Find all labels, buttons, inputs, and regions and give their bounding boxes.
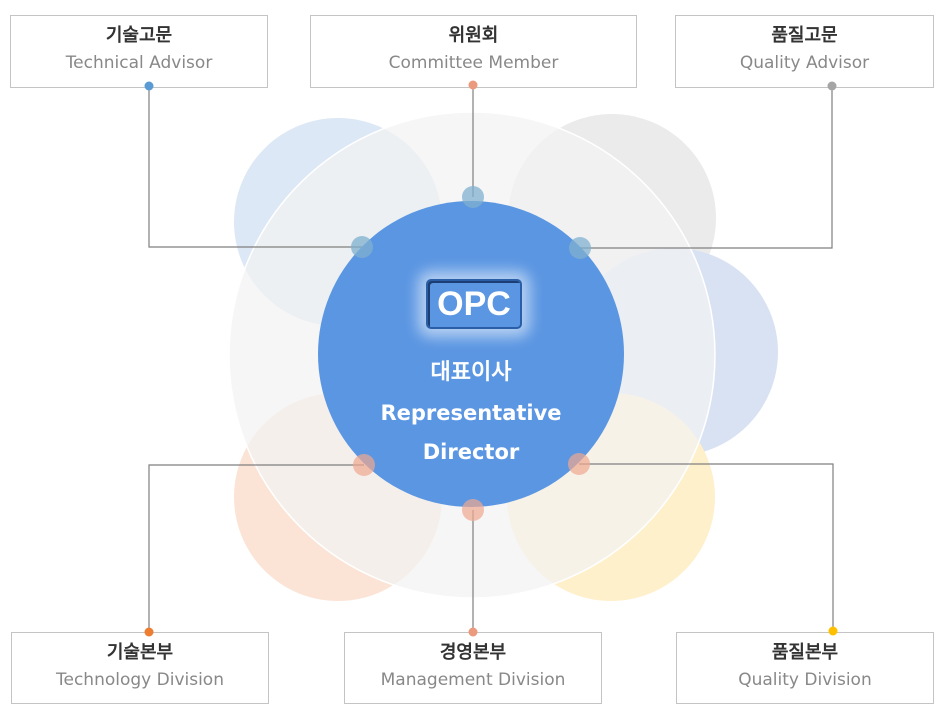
node-label-en: Management Division [380,670,566,690]
center-circle[interactable] [318,201,624,507]
node-label-ko: 품질고문 [771,25,838,46]
node-quality-advisor[interactable]: 품질고문 Quality Advisor [675,15,934,88]
connector-quality-advisor [580,86,833,249]
node-management-division[interactable]: 경영본부 Management Division [344,632,602,704]
node-committee-member[interactable]: 위원회 Committee Member [310,15,637,88]
node-quality-division[interactable]: 품질본부 Quality Division [676,632,934,704]
node-label-en: Quality Division [738,670,872,690]
node-label-en: Technology Division [56,670,224,690]
node-label-ko: 품질본부 [771,642,839,663]
node-technology-division[interactable]: 기술본부 Technology Division [11,632,269,704]
junction-node-quality-advisor [569,237,591,259]
node-label-en: Technical Advisor [65,53,213,73]
junction-node-technology-division [353,454,375,476]
junction-node-technical-advisor [351,236,373,258]
center-title-ko: 대표이사 [430,360,512,385]
node-label-ko: 경영본부 [439,642,507,663]
center-title-en-line2: Director [422,440,520,464]
center-title-en-line1: Representative [380,401,562,425]
node-label-en: Quality Advisor [739,53,870,73]
node-technical-advisor[interactable]: 기술고문 Technical Advisor [10,15,268,88]
connector-technical-advisor [148,86,362,248]
connector-quality-division [579,463,834,631]
node-label-en: Committee Member [388,53,559,73]
connector-technology-division [148,464,364,632]
node-label-ko: 기술고문 [105,25,173,46]
node-label-ko: 기술본부 [106,642,174,663]
junction-node-committee-member [462,186,484,208]
opc-logo: OPC [426,279,522,329]
junction-node-quality-division [568,453,590,475]
junction-node-management-division [462,499,484,521]
node-label-ko: 위원회 [448,25,499,46]
